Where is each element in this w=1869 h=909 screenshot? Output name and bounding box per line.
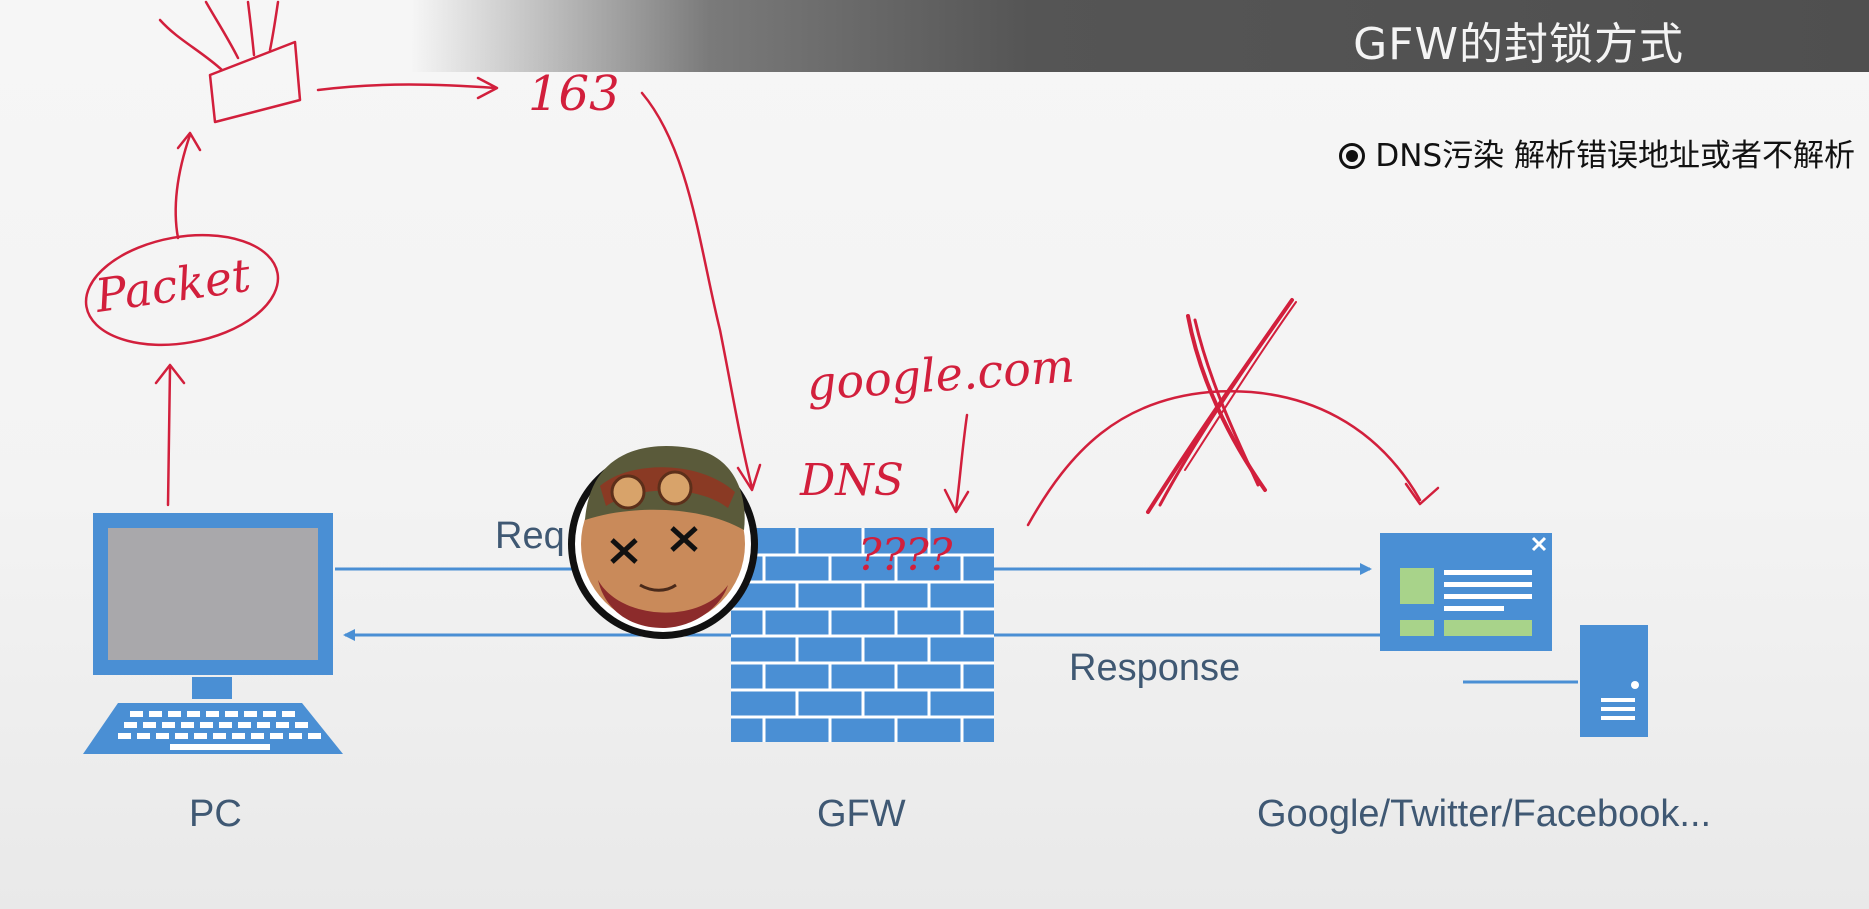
target-sites-label: Google/Twitter/Facebook... <box>1257 793 1712 835</box>
domain-text: google.com <box>805 338 1076 411</box>
window-close-icon <box>1531 536 1547 552</box>
firewall-brick-icon <box>731 528 994 742</box>
gfw-label: GFW <box>817 793 906 835</box>
arrow-up-icon <box>166 366 172 507</box>
bullet-dot-icon <box>1339 143 1366 169</box>
packet-oval <box>84 233 280 347</box>
ip-163-text: 163 <box>528 66 620 122</box>
bullet-text: DNS污染 解析错误地址或者不解析 <box>1375 138 1855 174</box>
bullet-item: DNS污染 解析错误地址或者不解析 <box>1339 130 1855 175</box>
slide-title: GFW的封锁方式 <box>1353 19 1684 70</box>
x-eye-icon <box>610 538 638 564</box>
avatar-sticker <box>568 446 758 639</box>
question-marks-text: ???? <box>858 530 953 581</box>
server-icon <box>1463 625 1648 737</box>
title-bar <box>0 0 1869 72</box>
website-window-icon <box>1380 533 1552 651</box>
response-label: Response <box>1069 647 1240 689</box>
pc-computer-icon <box>83 513 343 754</box>
pc-label: PC <box>189 793 242 835</box>
request-label: Req <box>495 515 565 557</box>
hand-box <box>208 40 302 124</box>
handwritten-annotations <box>84 0 1440 527</box>
dns-text: DNS <box>799 455 904 506</box>
